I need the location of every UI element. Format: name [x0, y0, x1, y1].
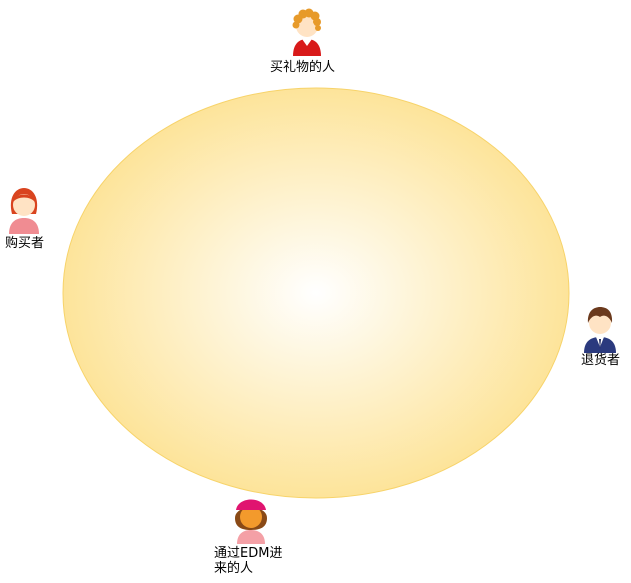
actor-buyer-label: 购买者	[5, 236, 45, 251]
person-orange-curly-hair-red-shirt-icon	[292, 8, 321, 56]
actor-edm-visitor-label-line1: 通过EDM进	[214, 546, 283, 561]
person-pink-hat-orange-face-icon	[235, 499, 267, 544]
actor-gift-buyer-label: 买礼物的人	[270, 60, 336, 75]
system-boundary-ellipse[interactable]	[62, 87, 570, 499]
person-red-hair-pink-shirt-icon	[9, 188, 39, 234]
person-brown-hair-navy-suit-icon	[584, 307, 616, 353]
actor-returner-label: 退货者	[581, 353, 621, 368]
actor-edm-visitor-label-line2: 来的人	[214, 561, 254, 576]
